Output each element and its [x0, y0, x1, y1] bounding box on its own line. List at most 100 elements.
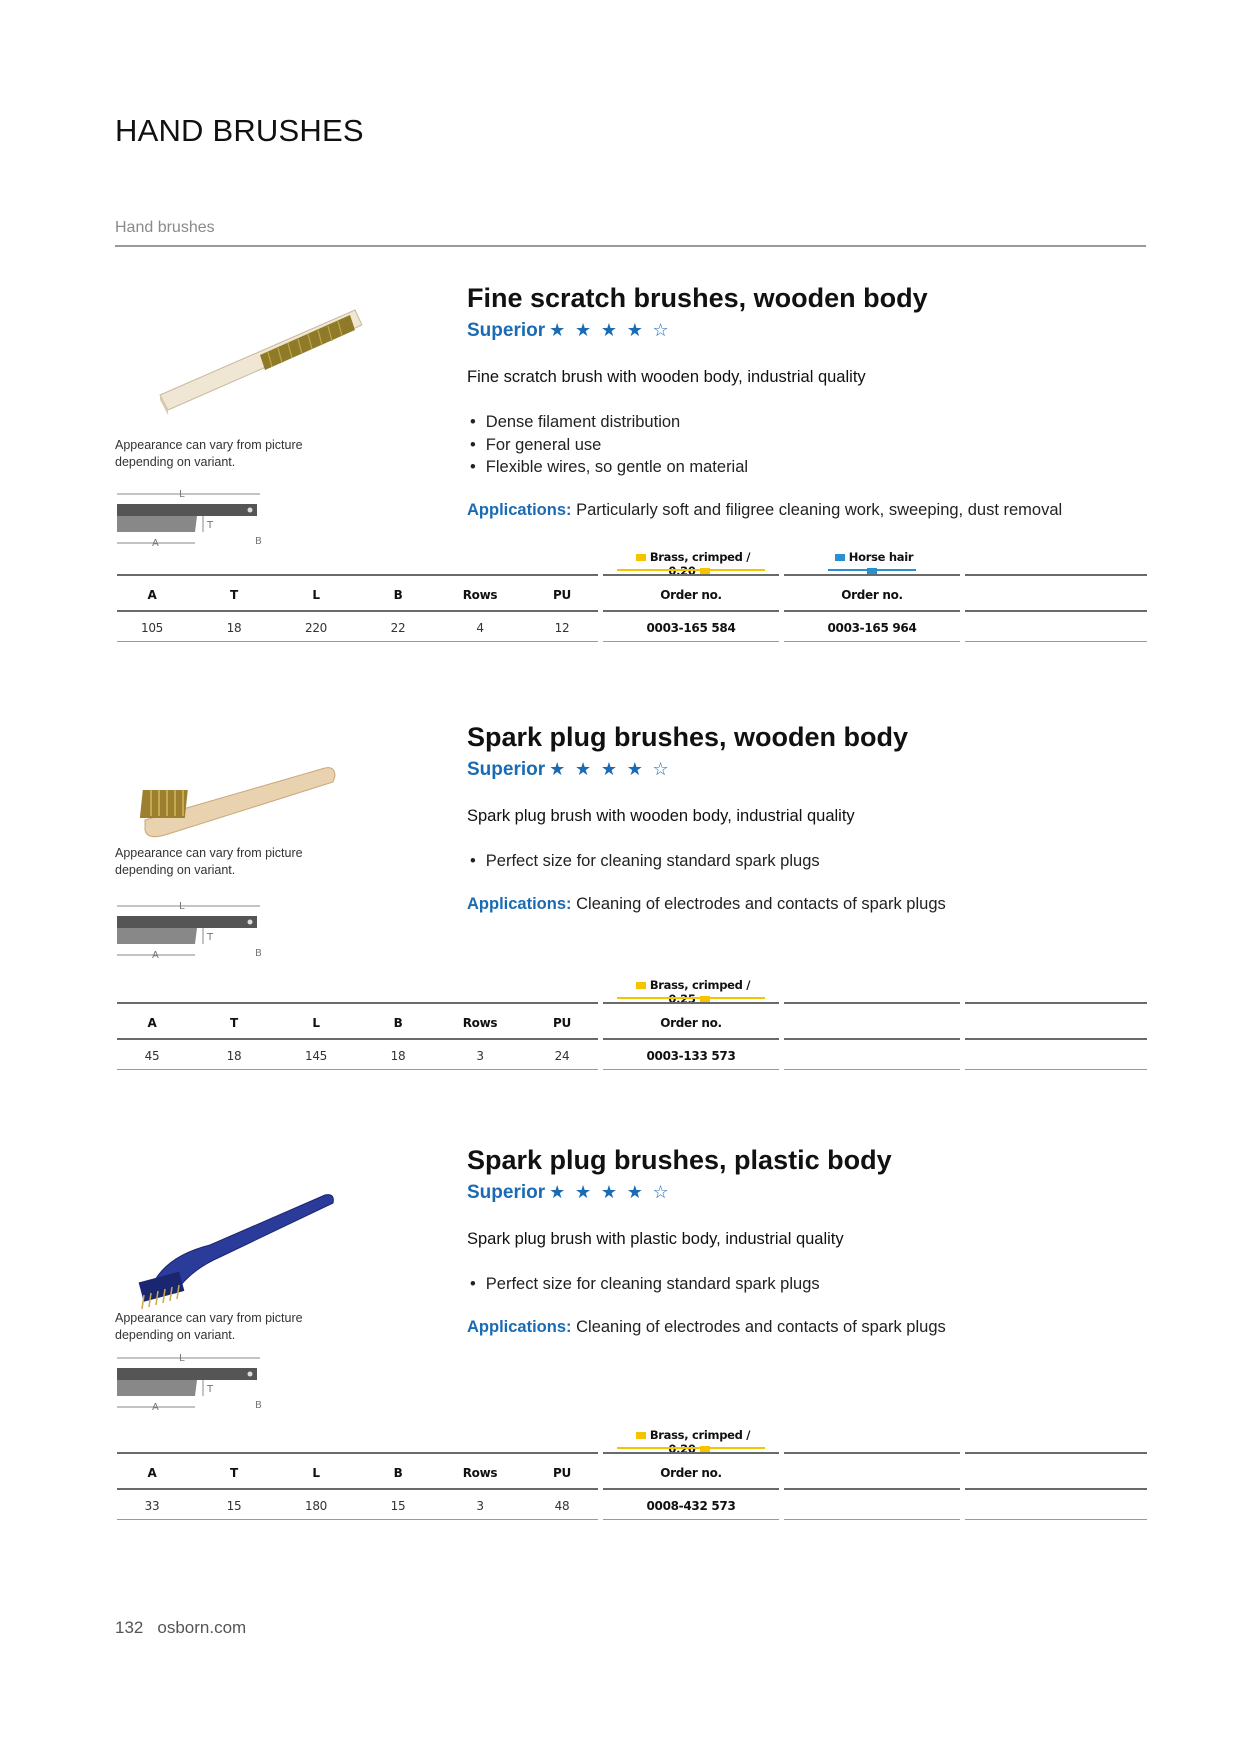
quality-rating: Superior★ ★ ★ ★ ☆ [467, 759, 671, 781]
dim-label-b: B [255, 1400, 262, 1411]
col-header-rows: Rows [462, 1466, 498, 1480]
col-header-pu: PU [553, 588, 571, 602]
dim-label-t: T [206, 1384, 214, 1395]
brass-color-swatch-icon [635, 1432, 646, 1439]
brass-color-swatch-icon [699, 1446, 710, 1453]
quality-rating: Superior★ ★ ★ ★ ☆ [467, 320, 671, 342]
dim-label-b: B [255, 536, 262, 547]
page-title: HAND BRUSHES [115, 112, 364, 148]
spec-table: A T L B Rows PU Order no. 33 15 180 15 3… [117, 1452, 1147, 1522]
spec-table: A T L B Rows PU Order no. Order no. 105 … [117, 574, 1147, 644]
col-header-order-brass: Order no. [660, 1016, 722, 1030]
feature-item: Perfect size for cleaning standard spark… [467, 850, 820, 873]
dim-label-l: L [179, 489, 185, 500]
order-number: 0003-165 584 [646, 621, 736, 635]
product-name: Spark plug brushes, plastic body [467, 1145, 892, 1175]
feature-item: Flexible wires, so gentle on material [467, 456, 748, 479]
dim-label-a: A [152, 950, 159, 961]
product-image-spark-plastic [138, 1194, 334, 1310]
cell-t: 18 [226, 621, 242, 635]
col-header-pu: PU [553, 1466, 571, 1480]
col-header-b: B [393, 1466, 403, 1480]
cell-l: 145 [304, 1049, 327, 1063]
col-header-order-horse: Order no. [841, 588, 903, 602]
product-description: Spark plug brush with wooden body, indus… [467, 807, 855, 825]
applications: Applications: Particularly soft and fili… [467, 501, 1062, 520]
quality-label: Superior [467, 1182, 546, 1203]
col-header-b: B [393, 588, 403, 602]
brass-color-swatch-icon [699, 996, 710, 1003]
cell-pu: 12 [554, 621, 570, 635]
feature-list: Perfect size for cleaning standard spark… [467, 850, 820, 873]
variant-header-brass: Brass, crimped / 0.20 [617, 550, 765, 578]
cell-t: 15 [226, 1499, 242, 1513]
footer-site-link[interactable]: osborn.com [157, 1618, 247, 1637]
star-rating-icon: ★ ★ ★ ★ ☆ [549, 1182, 671, 1203]
dim-label-a: A [152, 538, 159, 549]
section-divider [115, 245, 1146, 247]
dim-label-t: T [206, 520, 214, 531]
star-rating-icon: ★ ★ ★ ★ ☆ [549, 320, 671, 341]
product-name: Spark plug brushes, wooden body [467, 722, 909, 752]
applications-text: Cleaning of electrodes and contacts of s… [576, 1318, 946, 1336]
cell-a: 33 [144, 1499, 160, 1513]
appearance-note: Appearance can vary from picture dependi… [115, 1311, 303, 1342]
applications-text: Particularly soft and filigree cleaning … [576, 501, 1063, 519]
dim-label-t: T [206, 932, 214, 943]
order-number: 0008-432 573 [646, 1499, 736, 1513]
order-number: 0003-133 573 [646, 1049, 736, 1063]
quality-label: Superior [467, 320, 546, 341]
cell-t: 18 [226, 1049, 242, 1063]
dimension-diagram: L T A B [117, 489, 262, 549]
cell-rows: 3 [476, 1049, 484, 1063]
product-image-fine-scratch [159, 309, 363, 415]
cell-a: 105 [140, 621, 163, 635]
brass-color-swatch-icon [635, 982, 646, 989]
product-image-spark-wooden [139, 767, 336, 838]
cell-b: 18 [390, 1049, 406, 1063]
col-header-a: A [147, 1016, 157, 1030]
dim-label-a: A [152, 1402, 159, 1413]
quality-label: Superior [467, 759, 546, 780]
section-label: Hand brushes [115, 219, 215, 236]
applications-label: Applications: [467, 895, 572, 913]
col-header-rows: Rows [462, 588, 498, 602]
product-description: Fine scratch brush with wooden body, ind… [467, 368, 866, 386]
cell-a: 45 [144, 1049, 160, 1063]
horse-hair-color-swatch-icon [867, 568, 877, 575]
feature-list: Perfect size for cleaning standard spark… [467, 1273, 820, 1296]
brass-color-swatch-icon [635, 554, 646, 561]
col-header-t: T [230, 1466, 238, 1480]
dimension-diagram: L T A B [117, 1353, 262, 1413]
col-header-l: L [312, 1466, 320, 1480]
appearance-note: Appearance can vary from picture dependi… [115, 846, 303, 877]
applications-text: Cleaning of electrodes and contacts of s… [576, 895, 946, 913]
brass-color-swatch-icon [699, 568, 710, 575]
applications: Applications: Cleaning of electrodes and… [467, 895, 946, 914]
col-header-order-brass: Order no. [660, 1466, 722, 1480]
appearance-note: Appearance can vary from picture dependi… [115, 438, 303, 469]
col-header-t: T [230, 588, 238, 602]
dim-label-l: L [179, 901, 185, 912]
variant-header-brass: Brass, crimped / 0.25 [617, 978, 765, 1006]
col-header-l: L [312, 588, 320, 602]
cell-b: 22 [390, 621, 406, 635]
col-header-a: A [147, 1466, 157, 1480]
cell-pu: 48 [554, 1499, 570, 1513]
star-rating-icon: ★ ★ ★ ★ ☆ [549, 759, 671, 780]
applications-label: Applications: [467, 501, 572, 519]
feature-item: Dense filament distribution [467, 411, 748, 434]
col-header-b: B [393, 1016, 403, 1030]
col-header-order-brass: Order no. [660, 588, 722, 602]
spec-table: A T L B Rows PU Order no. 45 18 145 18 3… [117, 1002, 1147, 1072]
product-description: Spark plug brush with plastic body, indu… [467, 1230, 844, 1248]
cell-rows: 3 [476, 1499, 484, 1513]
dim-label-l: L [179, 1353, 185, 1364]
cell-rows: 4 [476, 621, 484, 635]
col-header-l: L [312, 1016, 320, 1030]
horse-hair-color-swatch-icon [834, 554, 845, 561]
cell-pu: 24 [554, 1049, 570, 1063]
order-number: 0003-165 964 [827, 621, 917, 635]
applications: Applications: Cleaning of electrodes and… [467, 1318, 946, 1337]
